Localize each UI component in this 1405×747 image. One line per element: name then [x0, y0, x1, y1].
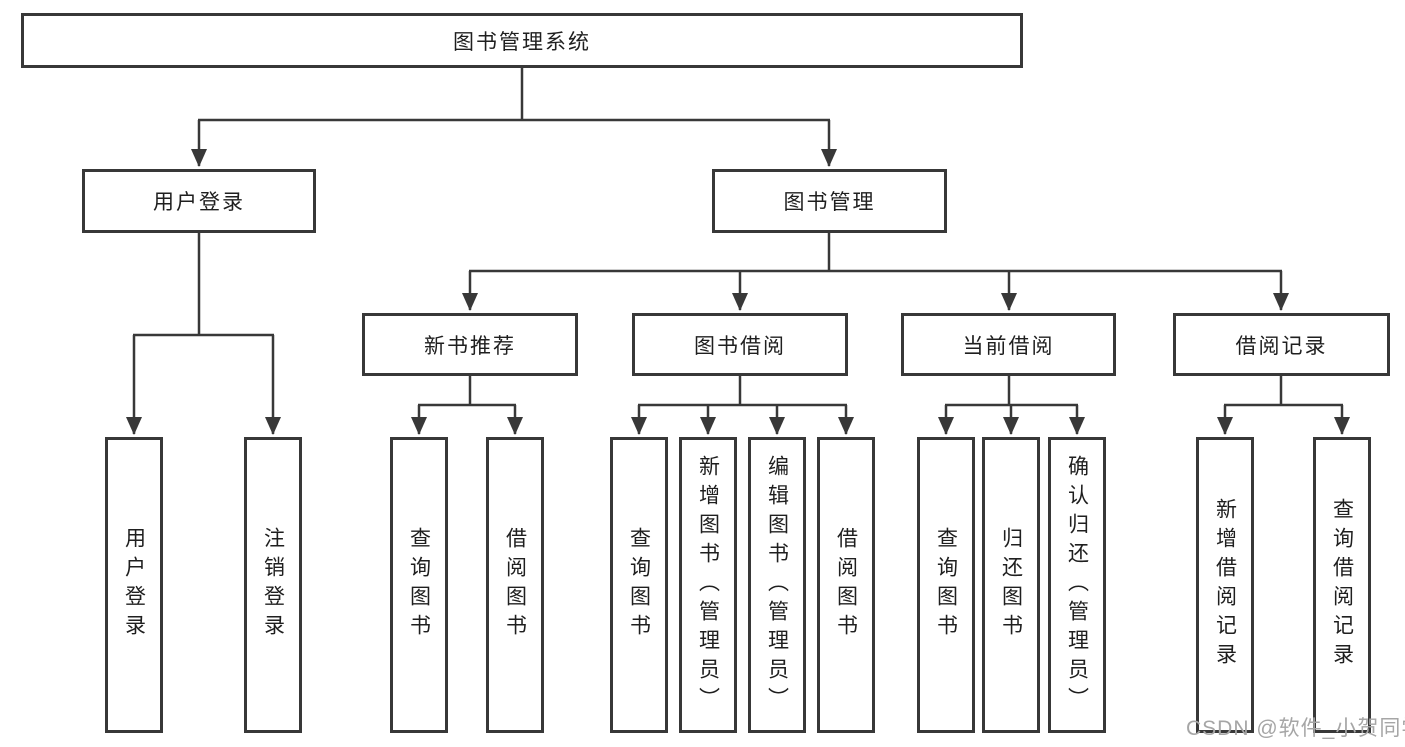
leaf-br-query-borrow-record-label: 查询借阅记录: [1330, 498, 1354, 672]
node-user-login: 用户登录: [82, 169, 316, 233]
leaf-br-add-borrow-record: 新增借阅记录: [1196, 437, 1254, 733]
leaf-cb-query-books-label: 查询图书: [934, 527, 958, 643]
node-root-label: 图书管理系统: [453, 30, 591, 54]
leaf-cb-confirm-return-admin: 确认归还（管理员）: [1048, 437, 1106, 733]
watermark-text: CSDN @软件_小贺同学: [1186, 717, 1405, 740]
node-root: 图书管理系统: [21, 13, 1023, 68]
leaf-cb-return-books: 归还图书: [982, 437, 1040, 733]
node-book-management-label: 图书管理: [783, 191, 876, 214]
leaf-br-query-borrow-record: 查询借阅记录: [1313, 437, 1371, 733]
leaf-nbr-borrow-books-label: 借阅图书: [503, 527, 527, 643]
leaf-cb-confirm-return-admin-label: 确认归还（管理员）: [1065, 454, 1089, 716]
leaf-logout-label: 注销登录: [261, 527, 285, 643]
node-current-borrow: 当前借阅: [901, 313, 1116, 376]
node-current-borrow-label: 当前借阅: [962, 334, 1055, 358]
node-user-login-label: 用户登录: [153, 191, 245, 214]
node-book-borrow-label: 图书借阅: [694, 334, 786, 358]
node-book-management: 图书管理: [712, 169, 947, 233]
leaf-nbr-query-books-label: 查询图书: [407, 527, 431, 643]
leaf-bb-query-books-label: 查询图书: [627, 527, 651, 643]
leaf-cb-return-books-label: 归还图书: [999, 527, 1023, 643]
node-new-book-recommend: 新书推荐: [362, 313, 578, 376]
leaf-logout: 注销登录: [244, 437, 302, 733]
node-borrow-records: 借阅记录: [1173, 313, 1390, 376]
leaf-bb-edit-books-admin-label: 编辑图书（管理员）: [765, 454, 789, 716]
leaf-user-login: 用户登录: [105, 437, 163, 733]
leaf-bb-query-books: 查询图书: [610, 437, 668, 733]
leaf-nbr-query-books: 查询图书: [390, 437, 448, 733]
leaf-bb-add-books-admin-label: 新增图书（管理员）: [696, 454, 720, 716]
leaf-bb-borrow-books-label: 借阅图书: [834, 527, 858, 643]
leaf-user-login-label: 用户登录: [122, 527, 146, 643]
node-borrow-records-label: 借阅记录: [1235, 334, 1328, 358]
leaf-bb-add-books-admin: 新增图书（管理员）: [679, 437, 737, 733]
leaf-nbr-borrow-books: 借阅图书: [486, 437, 544, 733]
node-book-borrow: 图书借阅: [632, 313, 848, 376]
node-new-book-recommend-label: 新书推荐: [424, 334, 516, 358]
leaf-bb-edit-books-admin: 编辑图书（管理员）: [748, 437, 806, 733]
leaf-bb-borrow-books: 借阅图书: [817, 437, 875, 733]
leaf-cb-query-books: 查询图书: [917, 437, 975, 733]
leaf-br-add-borrow-record-label: 新增借阅记录: [1213, 498, 1237, 672]
